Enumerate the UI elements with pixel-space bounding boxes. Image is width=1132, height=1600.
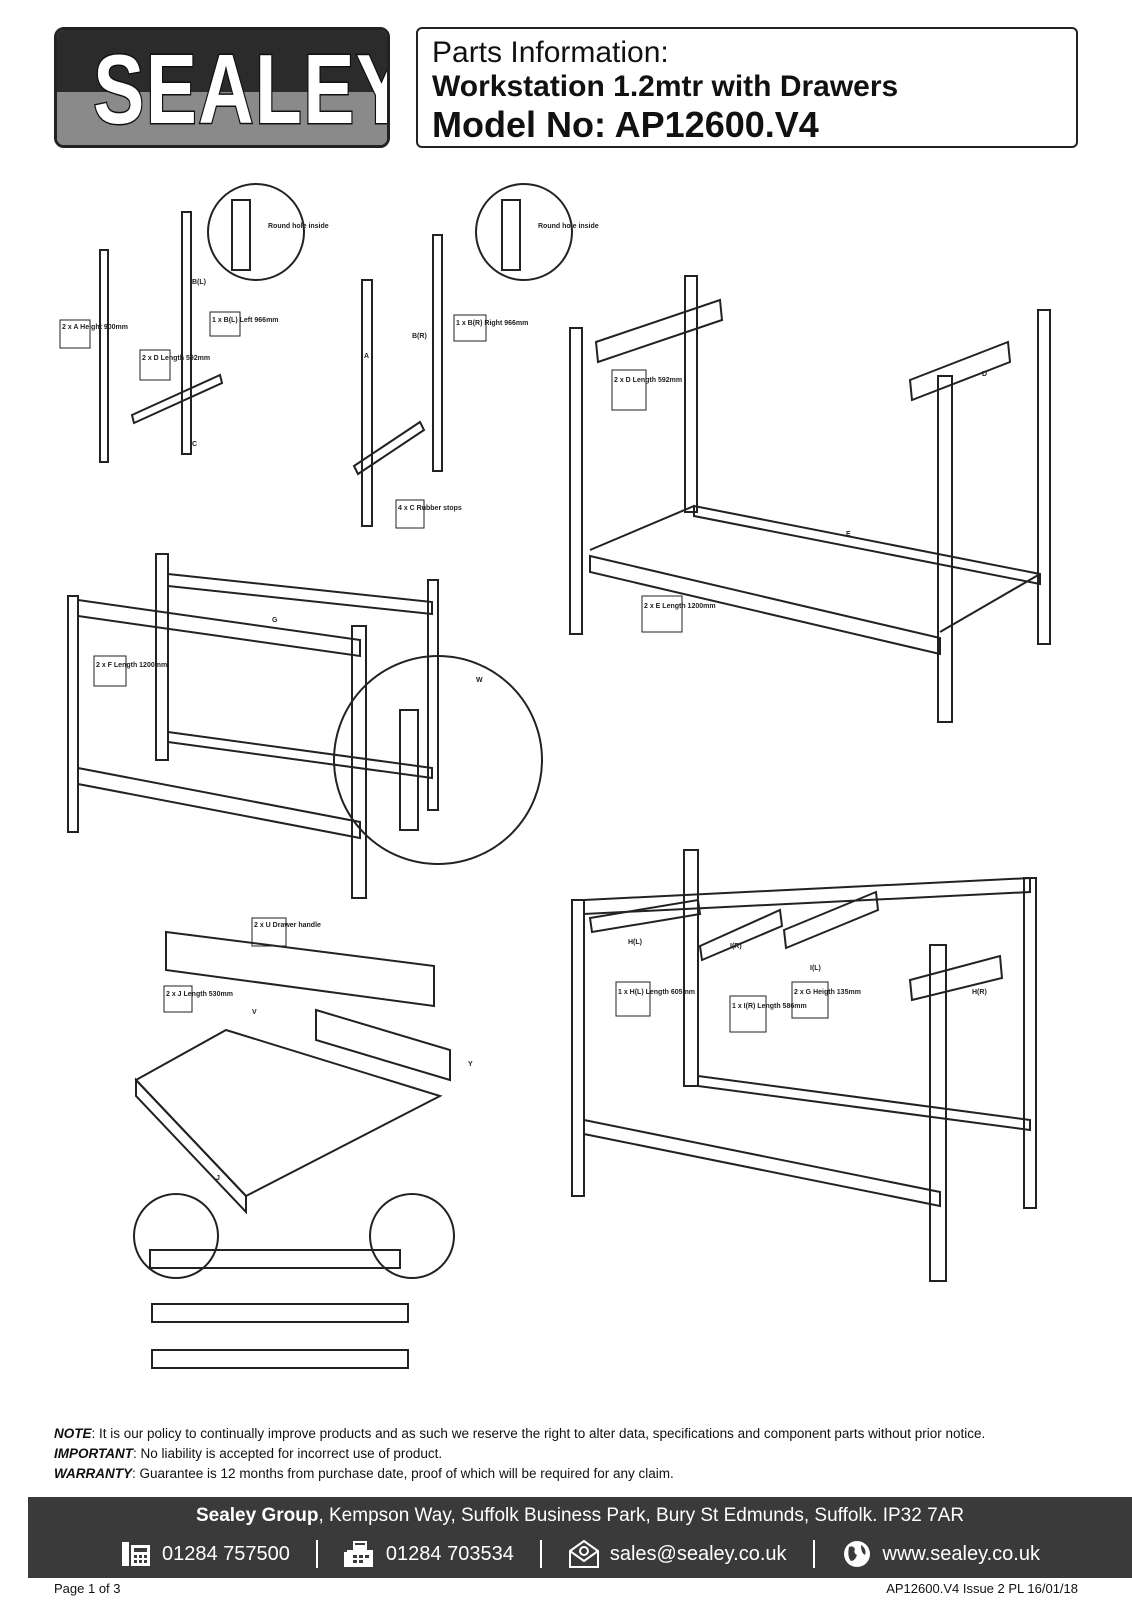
step-5-diagram: 2 x U Drawer handle 2 x J Length 530mm bbox=[133, 917, 455, 1369]
label-e-length: 2 x E Length 1200mm bbox=[644, 603, 716, 610]
label-f-length: 2 x F Length 1200mm bbox=[96, 662, 167, 669]
notes-block: NOTE: It is our policy to continually im… bbox=[54, 1424, 1094, 1484]
email-address[interactable]: sales@sealey.co.uk bbox=[609, 1542, 787, 1565]
tag-w: W bbox=[476, 677, 483, 684]
model-number: Model No: AP12600.V4 bbox=[432, 104, 819, 145]
step-6-diagram: 1 x H(L) Length 605mm 1 x I(R) Length 58… bbox=[571, 849, 1037, 1282]
label-b-left: 1 x B(L) Left 966mm bbox=[212, 317, 279, 324]
footer-address: Sealey Group, Kempson Way, Suffolk Busin… bbox=[195, 1505, 965, 1526]
important-line: IMPORTANT: No liability is accepted for … bbox=[54, 1446, 443, 1461]
website-link[interactable]: www.sealey.co.uk bbox=[882, 1542, 1040, 1565]
step-1-diagram: 2 x A Height 900mm 1 x B(L) Left 966mm 2… bbox=[59, 183, 329, 463]
tag-hl: H(L) bbox=[628, 939, 642, 946]
tag-e: E bbox=[846, 531, 851, 538]
email-contact[interactable]: sales@sealey.co.uk bbox=[542, 1539, 813, 1569]
step-2-diagram: 1 x B(R) Right 966mm 4 x C Rubber stops … bbox=[352, 183, 599, 529]
footer-contacts: 01284 757500 01284 703534 sales@sealey.c… bbox=[28, 1537, 1132, 1571]
label-h-left: 1 x H(L) Length 605mm bbox=[618, 989, 695, 996]
label-c-stops: 4 x C Rubber stops bbox=[398, 505, 462, 512]
footer-bar: Sealey Group, Kempson Way, Suffolk Busin… bbox=[28, 1497, 1132, 1578]
tag-g: G bbox=[272, 617, 278, 624]
label-i-right: 1 x I(R) Length 586mm bbox=[732, 1003, 807, 1010]
tag-hr: H(R) bbox=[972, 989, 987, 996]
label-a-upright: 2 x A Height 900mm bbox=[62, 324, 128, 331]
email-icon bbox=[568, 1539, 599, 1568]
label-u-handle: 2 x U Drawer handle bbox=[254, 922, 321, 929]
label-d-length: 2 x D Length 592mm bbox=[142, 355, 210, 362]
sealey-logo: SEALEY bbox=[54, 27, 390, 148]
tag-br: B(R) bbox=[412, 333, 427, 340]
document-reference: AP12600.V4 Issue 2 PL 16/01/18 bbox=[886, 1581, 1078, 1596]
tag-il: I(L) bbox=[810, 965, 821, 972]
label-j-length: 2 x J Length 530mm bbox=[166, 991, 233, 998]
warranty-line: WARRANTY: Guarantee is 12 months from pu… bbox=[54, 1466, 674, 1481]
svg-text:2 x A Height 900mm: 2 x A Height 900mm bbox=[62, 324, 128, 331]
tag-v: V bbox=[252, 1009, 257, 1016]
fax-icon bbox=[343, 1541, 373, 1567]
label-round-hole-1: Round hole inside bbox=[268, 223, 329, 230]
assembly-illustrations: 2 x A Height 900mm 1 x B(L) Left 966mm 2… bbox=[59, 183, 1051, 1369]
label-g-height: 2 x G Heigth 135mm bbox=[794, 989, 861, 996]
title-box: Parts Information: Workstation 1.2mtr wi… bbox=[416, 27, 1078, 148]
step-4-diagram: 2 x F Length 1200mm bbox=[67, 553, 543, 899]
globe-icon bbox=[843, 1541, 870, 1567]
page-footer: Page 1 of 3 AP12600.V4 Issue 2 PL 16/01/… bbox=[54, 1581, 1078, 1596]
fax-number: 01284 703534 bbox=[385, 1542, 514, 1565]
tag-a: A bbox=[364, 353, 369, 360]
label-d-length-2: 2 x D Length 592mm bbox=[614, 377, 682, 384]
tag-j: J bbox=[216, 1175, 220, 1182]
label-round-hole-2: Round hole inside bbox=[538, 223, 599, 230]
tag-bl: B(L) bbox=[192, 279, 206, 286]
page-number: Page 1 of 3 bbox=[54, 1581, 121, 1596]
label-b-right: 1 x B(R) Right 966mm bbox=[456, 320, 528, 327]
tag-c: C bbox=[192, 441, 197, 448]
tag-ir: I(R) bbox=[730, 943, 742, 950]
step-3-diagram: 2 x D Length 592mm 2 x E Length 1200mm bbox=[569, 275, 1051, 723]
phone-icon bbox=[121, 1542, 150, 1566]
fax-contact: 01284 703534 bbox=[318, 1539, 540, 1569]
tag-y: Y bbox=[468, 1061, 473, 1068]
note-line: NOTE: It is our policy to continually im… bbox=[54, 1426, 986, 1441]
title-line-2: Workstation 1.2mtr with Drawers bbox=[432, 70, 899, 103]
title-line-1: Parts Information: bbox=[432, 36, 669, 69]
phone-contact: 01284 757500 bbox=[94, 1539, 316, 1569]
part-tags: A B(L) B(R) C D E G W V Y J bbox=[192, 279, 987, 1182]
web-contact[interactable]: www.sealey.co.uk bbox=[815, 1539, 1066, 1569]
tag-d: D bbox=[982, 371, 987, 378]
phone-number: 01284 757500 bbox=[161, 1542, 290, 1565]
logo-text: SEALEY bbox=[92, 33, 390, 146]
